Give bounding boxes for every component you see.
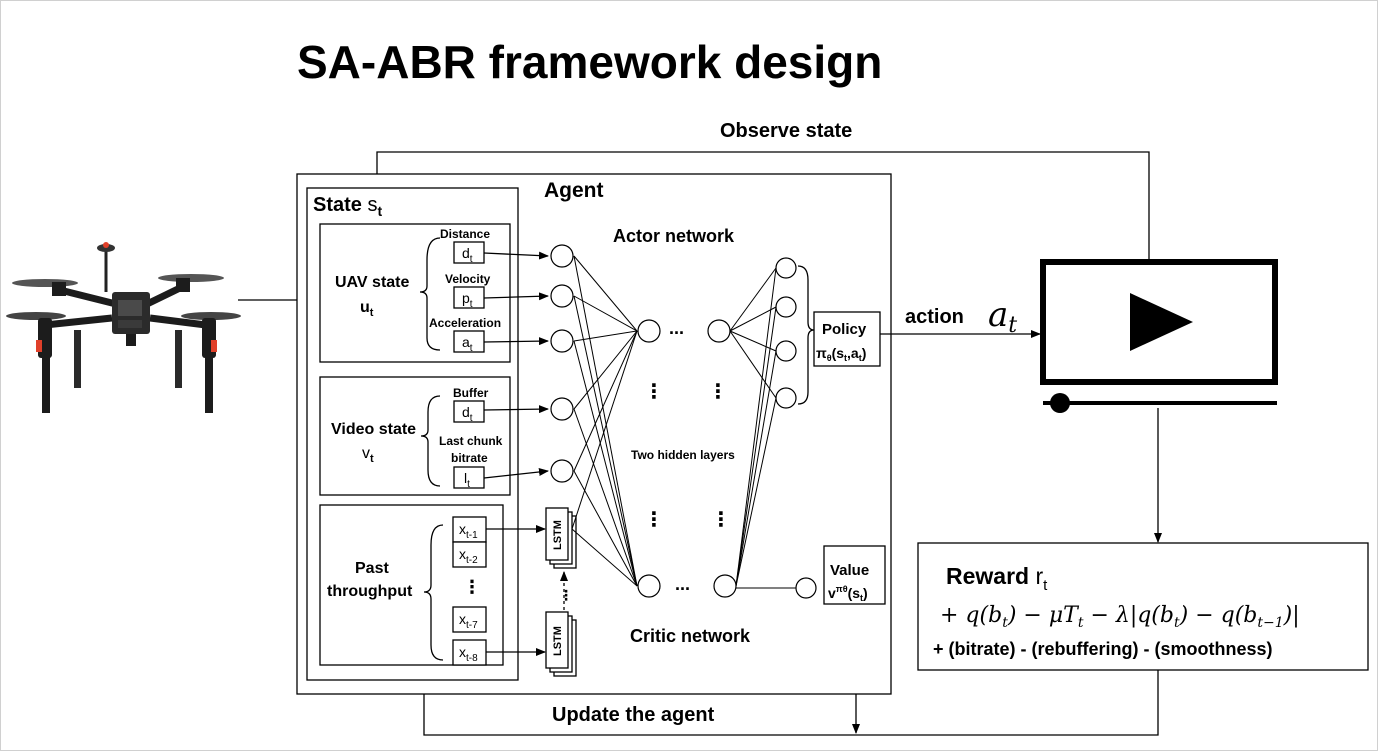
network-nodes [550,244,817,599]
policy-output-node [775,387,797,409]
input-node [550,459,574,483]
reward-box [917,542,1369,671]
critic-hidden-node [637,574,661,598]
vdots-left-top: ⋮ [644,381,664,403]
velocity-label: Velocity [445,272,491,286]
reward-title: Reward rt [946,563,1048,594]
input-arrows [483,251,549,656]
input-node [550,397,574,421]
throughput-label-1: Past [355,560,389,577]
policy-box [813,311,881,367]
network-edges [571,255,796,589]
hidden-layers-label: Two hidden layers [631,448,735,462]
video-player [1040,259,1278,413]
lstm-top-label: LSTM [552,520,564,550]
distance-var: dt [462,245,473,265]
action-label: action [905,306,964,328]
critic-network-label: Critic network [630,626,751,646]
input-node [550,284,574,308]
value-formula: vπθ(st) [828,584,868,603]
vdots-right-top: ⋮ [708,381,728,403]
throughput-vdots: ⋮ [463,577,481,597]
x-t2-box [452,541,487,568]
x-t2-var: xt-2 [459,546,478,566]
action-var: at [988,295,1017,338]
input-node [550,244,574,268]
bitrate-label: bitrate [451,451,488,465]
lstm-bottom: LSTM [545,611,577,677]
reward-legend: + (bitrate) - (rebuffering) - (smoothnes… [933,639,1273,659]
last-chunk-label: Last chunk [439,434,503,448]
uav-state-label: UAV state [335,274,409,291]
throughput-label-2: throughput [327,583,413,600]
progress-knob [1050,393,1070,413]
actor-hidden-node [637,319,661,343]
drone-image [6,242,297,413]
x-t8-var: xt-8 [459,644,478,664]
play-icon [1130,293,1193,351]
velocity-var: pt [462,290,473,310]
state-title: State st [313,194,382,219]
last-chunk-var: lt [464,470,470,490]
actor-network-label: Actor network [613,226,735,246]
x-t7-box [452,606,487,633]
acceleration-var: at [462,334,473,354]
buffer-var: dt [462,404,473,424]
value-output-node [795,577,817,599]
lstm-top: LSTM [545,507,577,569]
vdots-right-bottom: ⋮ [711,509,731,531]
observe-state-label: Observe state [720,120,852,142]
page-title: SA-ABR framework design [297,36,882,88]
agent-label: Agent [544,179,604,202]
value-label: Value [830,562,869,579]
lstm-bottom-label: LSTM [552,626,564,656]
policy-output-node [775,257,797,279]
distance-box [453,241,485,264]
x-t1-var: xt-1 [459,521,478,541]
critic-hidden-node [713,574,737,598]
video-state-var: vt [362,445,374,465]
input-node [550,329,574,353]
policy-formula: πθ(st,at) [816,345,866,363]
buffer-box [453,400,485,423]
policy-output-node [775,296,797,318]
vdots-left-bottom: ⋮ [644,509,664,531]
value-box [823,545,886,605]
video-state-label: Video state [331,421,416,438]
x-t7-var: xt-7 [459,611,478,631]
throughput-group: Past throughput xt-1 xt-2 ⋮ xt-7 xt-8 [319,504,504,666]
update-agent-label: Update the agent [552,704,715,726]
lstm-vdots: ⋮ [559,587,573,603]
acceleration-label: Acceleration [429,316,501,330]
uav-state-var: ut [360,299,374,319]
reward-formula: + q(bt) − μTt − λ|q(bt) − q(bt−1)| [940,603,1300,631]
actor-hidden-node [707,319,731,343]
policy-output-node [775,340,797,362]
uav-state-group: UAV state ut Distance dt Velocity pt Acc… [319,223,511,363]
distance-label: Distance [440,227,490,241]
critic-hdots: ... [675,574,690,594]
buffer-label: Buffer [453,386,489,400]
policy-label: Policy [822,321,867,338]
video-state-group: Video state vt Buffer dt Last chunk bitr… [319,376,511,496]
actor-hdots: ... [669,318,684,338]
observe-state-loop: Observe state [373,120,1150,262]
